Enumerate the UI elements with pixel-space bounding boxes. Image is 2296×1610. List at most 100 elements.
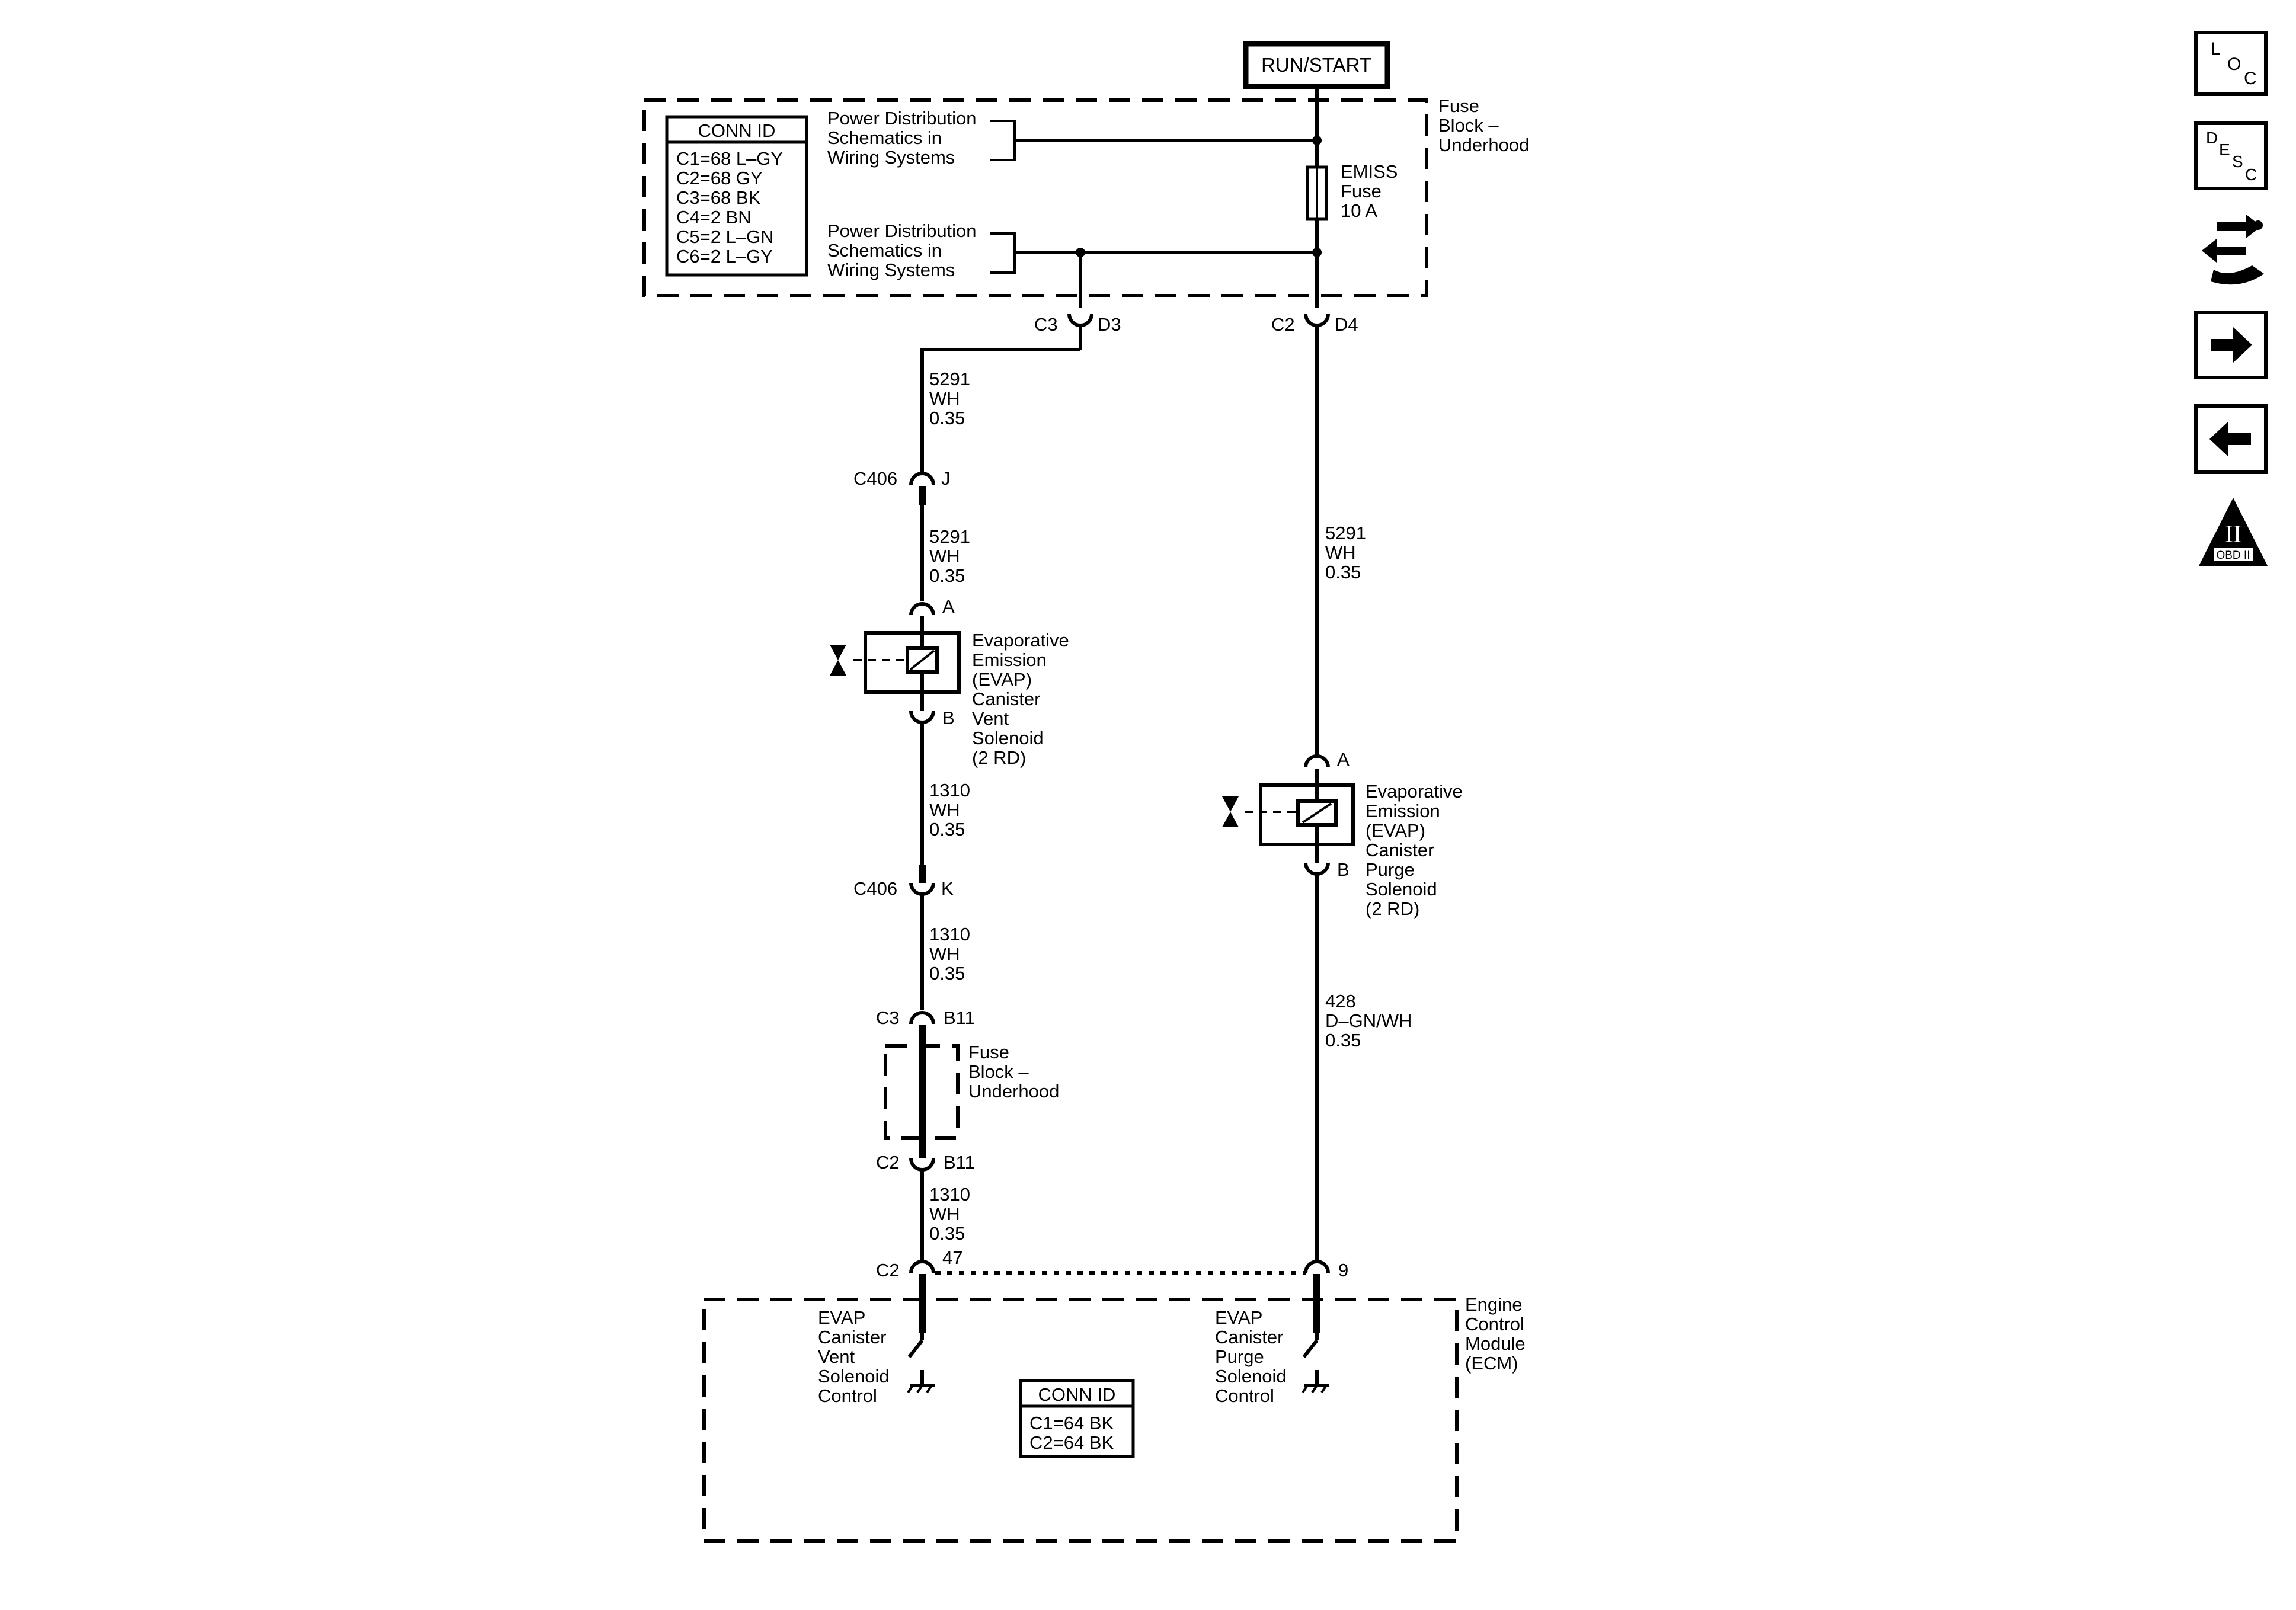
svg-text:(EVAP): (EVAP) [972,669,1032,690]
svg-text:Solenoid: Solenoid [972,728,1044,748]
svg-text:Underhood: Underhood [1438,135,1529,155]
connector-c3-d3: C3 D3 [1034,313,1121,350]
svg-text:Emission: Emission [972,649,1047,670]
svg-text:Wiring Systems: Wiring Systems [827,147,955,168]
svg-text:L: L [2211,39,2221,59]
wire-5291-left-upper [920,348,1080,474]
svg-text:B: B [1337,859,1350,880]
svg-text:C3: C3 [876,1007,900,1028]
svg-text:K: K [941,878,954,899]
power-distribution-ref-2[interactable]: Power Distribution Schematics in Wiring … [827,220,1016,280]
fuse-block-top-wiring [1015,87,1322,308]
ecm-label: Engine Control Module (ECM) [1465,1294,1526,1374]
svg-text:C5=2 L–GN: C5=2 L–GN [676,226,774,247]
svg-text:Fuse: Fuse [1438,95,1479,116]
connector-swap-icon[interactable] [2202,215,2264,285]
connector-c2-b11: C2 B11 [876,1152,975,1173]
svg-text:0.35: 0.35 [929,565,965,586]
conn-id-table-ecm: CONN ID C1=64 BK C2=64 BK [1019,1379,1135,1458]
wire-label-1310-c: 1310 WH 0.35 [929,1184,970,1244]
svg-text:EMISS: EMISS [1341,161,1398,182]
svg-text:5291: 5291 [929,369,970,389]
svg-text:Purge: Purge [1215,1346,1264,1367]
svg-text:A: A [942,596,955,617]
svg-text:0.35: 0.35 [1325,562,1361,582]
svg-text:10 A: 10 A [1341,200,1377,221]
svg-text:5291: 5291 [929,526,970,547]
svg-text:Purge: Purge [1366,859,1415,880]
svg-text:C2: C2 [876,1260,900,1281]
svg-text:J: J [941,468,951,489]
svg-text:Wiring Systems: Wiring Systems [827,260,955,280]
svg-text:1310: 1310 [929,924,970,945]
run-start-source: RUN/START [1243,41,1390,89]
ecm-vent-control-switch: EVAP Canister Vent Solenoid Control [818,1274,935,1406]
svg-text:Module: Module [1465,1333,1526,1354]
obd-ii-icon[interactable]: II OBD II [2199,498,2268,566]
svg-text:Underhood: Underhood [968,1081,1059,1102]
previous-arrow-icon[interactable] [2194,404,2268,474]
svg-text:Canister: Canister [972,689,1040,709]
svg-text:EVAP: EVAP [1215,1307,1262,1328]
svg-text:EVAP: EVAP [818,1307,865,1328]
svg-text:WH: WH [929,1204,960,1224]
wire-label-5291-right: 5291 WH 0.35 [1325,523,1366,582]
svg-text:C406: C406 [853,468,897,489]
wire-label-1310-a: 1310 WH 0.35 [929,780,970,840]
svg-text:(EVAP): (EVAP) [1366,820,1425,841]
svg-text:C2: C2 [1271,314,1295,335]
svg-text:Evaporative: Evaporative [1366,781,1463,802]
svg-text:Engine: Engine [1465,1294,1523,1315]
svg-text:D3: D3 [1098,314,1121,335]
ecm-connector-c2-47: C2 47 [876,1247,962,1281]
svg-text:C6=2 L–GY: C6=2 L–GY [676,246,773,267]
power-distribution-ref-1[interactable]: Power Distribution Schematics in Wiring … [827,108,1016,168]
svg-text:Block –: Block – [968,1061,1029,1082]
fuse-block-mid-label: Fuse Block – Underhood [968,1042,1059,1102]
svg-text:C1=64 BK: C1=64 BK [1029,1413,1114,1433]
svg-text:WH: WH [929,388,960,409]
connector-c3-b11: C3 B11 [876,1007,975,1028]
svg-text:Canister: Canister [818,1327,886,1347]
connector-c406-j: C406 J [853,468,951,505]
conn-id-table-top: CONN ID C1=68 L–GY C2=68 GY C3=68 BK C4=… [665,115,808,277]
svg-text:WH: WH [929,546,960,566]
svg-text:(2 RD): (2 RD) [972,747,1026,768]
svg-text:C2=64 BK: C2=64 BK [1029,1432,1114,1453]
svg-text:9: 9 [1338,1260,1348,1281]
emiss-fuse: EMISS Fuse 10 A [1306,161,1398,221]
svg-text:C2: C2 [876,1152,900,1173]
svg-text:Fuse: Fuse [968,1042,1009,1062]
svg-text:C3=68 BK: C3=68 BK [676,187,761,208]
svg-text:C3: C3 [1034,314,1058,335]
svg-text:WH: WH [1325,542,1356,563]
ecm-connector-9: 9 [1304,1260,1348,1281]
ecm-outline [702,1298,1459,1543]
svg-text:O: O [2227,55,2241,74]
svg-text:Power Distribution: Power Distribution [827,108,977,129]
svg-text:Schematics in: Schematics in [827,127,942,148]
svg-text:47: 47 [942,1247,962,1268]
wire-label-428: 428 D–GN/WH 0.35 [1325,991,1412,1051]
svg-text:Schematics in: Schematics in [827,240,942,261]
svg-text:C: C [2245,165,2257,184]
desc-icon[interactable]: D E S C [2194,121,2268,190]
svg-text:Vent: Vent [818,1346,855,1367]
wire-label-5291-upper: 5291 WH 0.35 [929,369,970,428]
svg-text:E: E [2219,140,2230,159]
svg-text:428: 428 [1325,991,1356,1012]
svg-text:Emission: Emission [1366,801,1440,821]
next-arrow-icon[interactable] [2194,311,2268,379]
svg-text:OBD II: OBD II [2216,549,2250,562]
svg-text:II: II [2225,521,2241,548]
svg-text:B: B [942,708,955,728]
svg-text:Evaporative: Evaporative [972,630,1069,651]
svg-text:Fuse: Fuse [1341,181,1382,201]
wire-label-1310-b: 1310 WH 0.35 [929,924,970,984]
svg-text:0.35: 0.35 [929,408,965,428]
svg-text:C406: C406 [853,878,897,899]
svg-text:(ECM): (ECM) [1465,1353,1518,1374]
loc-icon[interactable]: L O C [2194,31,2268,96]
svg-text:Control: Control [1215,1385,1274,1406]
svg-text:Power Distribution: Power Distribution [827,220,977,241]
